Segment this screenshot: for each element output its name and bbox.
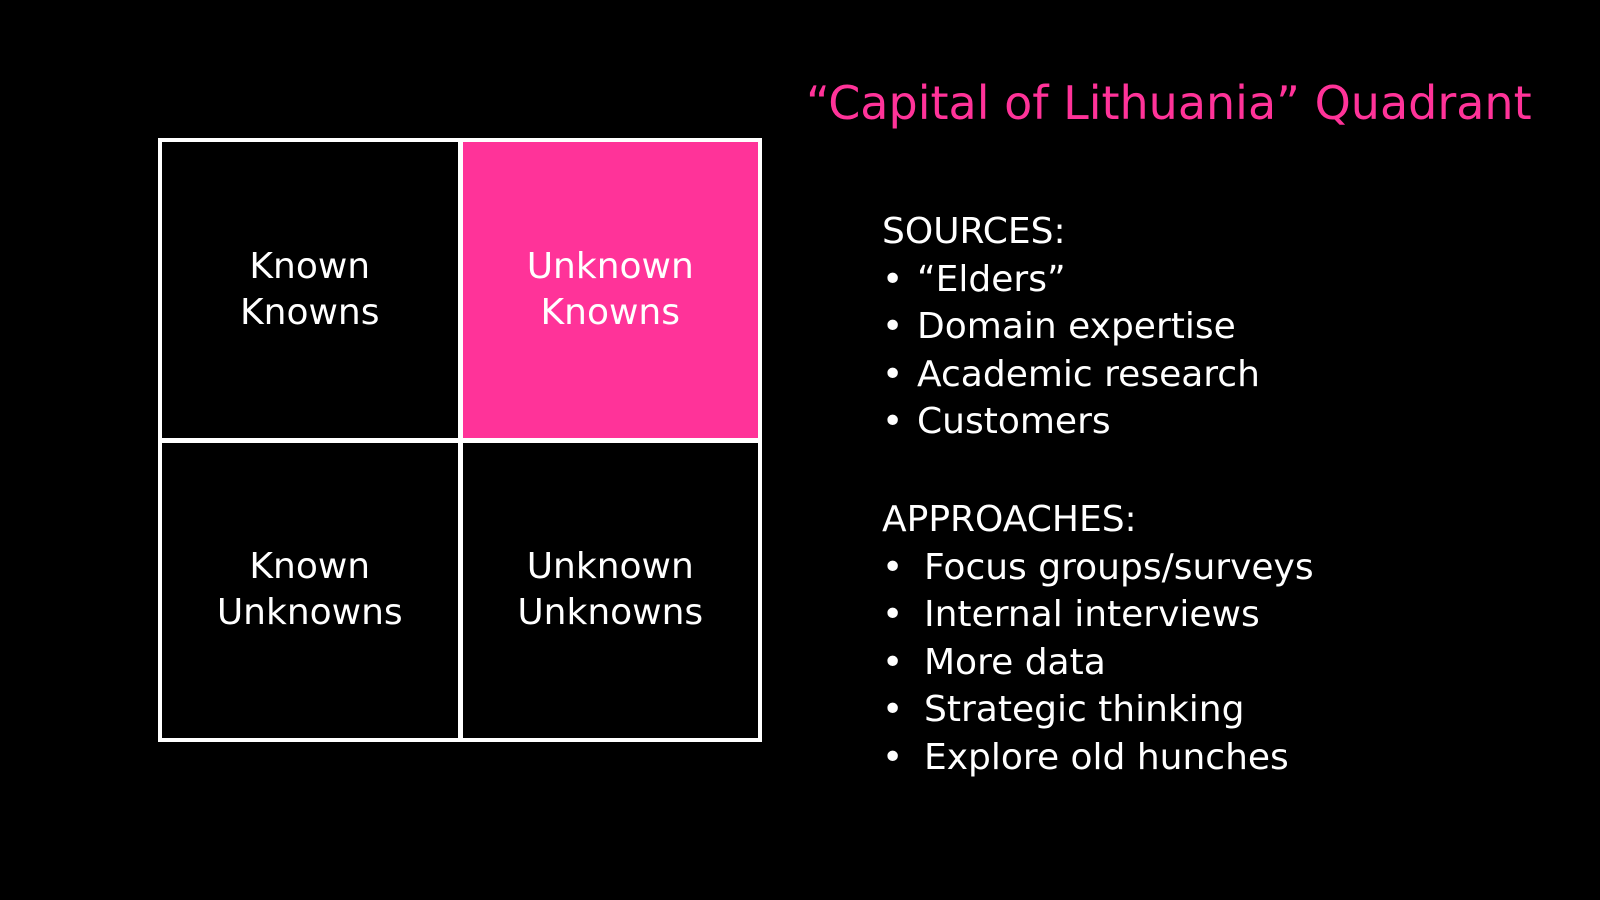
- bullet-icon: •: [882, 689, 904, 730]
- list-item: • Internal interviews: [882, 591, 1314, 639]
- approach-item: Strategic thinking: [924, 689, 1245, 730]
- quadrant-cell-known-knowns: Known Knowns: [162, 142, 458, 438]
- source-item: Academic research: [917, 353, 1260, 395]
- list-item: • Explore old hunches: [882, 734, 1314, 782]
- list-item: • “Elders”: [882, 256, 1260, 304]
- bullet-icon: •: [882, 736, 904, 778]
- cell-label-line: Unknowns: [216, 592, 403, 634]
- approach-item: Internal interviews: [924, 594, 1260, 635]
- sources-section: SOURCES: • “Elders” • Domain expertise •…: [882, 208, 1260, 446]
- cell-label-line: Unknown: [526, 245, 694, 287]
- cell-label-line: Unknowns: [517, 592, 704, 634]
- bullet-icon: •: [882, 594, 904, 635]
- list-item: • Customers: [882, 398, 1260, 446]
- quadrant-cell-known-unknowns: Known Unknowns: [162, 442, 458, 738]
- cell-label-line: Knowns: [240, 291, 380, 333]
- quadrant-cell-unknown-knowns: Unknown Knowns: [462, 142, 758, 438]
- bullet-icon: •: [882, 258, 904, 300]
- bullet-icon: •: [882, 306, 904, 347]
- bullet-icon: •: [882, 353, 904, 395]
- approach-item: Explore old hunches: [924, 736, 1289, 778]
- slide-title: “Capital of Lithuania” Quadrant: [806, 76, 1532, 130]
- bullet-icon: •: [882, 641, 904, 683]
- list-item: • More data: [882, 639, 1314, 687]
- quadrant-cell-unknown-unknowns: Unknown Unknowns: [462, 442, 758, 738]
- cell-label-line: Knowns: [540, 291, 680, 333]
- list-item: • Focus groups/surveys: [882, 544, 1314, 592]
- sources-heading: SOURCES:: [882, 211, 1066, 252]
- list-item: • Academic research: [882, 351, 1260, 399]
- list-item: • Strategic thinking: [882, 686, 1314, 734]
- bullet-icon: •: [882, 401, 904, 442]
- source-item: Customers: [917, 401, 1111, 442]
- approach-item: More data: [924, 641, 1106, 683]
- list-item: • Domain expertise: [882, 303, 1260, 351]
- source-item: Domain expertise: [917, 306, 1236, 347]
- source-item: “Elders”: [917, 258, 1066, 300]
- quadrant-grid: Known Knowns Unknown Knowns Known Unknow…: [158, 138, 762, 742]
- approach-item: Focus groups/surveys: [924, 546, 1314, 588]
- bullet-icon: •: [882, 546, 904, 588]
- approaches-section: APPROACHES: • Focus groups/surveys • Int…: [882, 496, 1314, 781]
- cell-label-line: Known: [249, 546, 371, 588]
- cell-label-line: Known: [249, 245, 371, 287]
- approaches-heading: APPROACHES:: [882, 499, 1137, 540]
- cell-label-line: Unknown: [526, 546, 694, 588]
